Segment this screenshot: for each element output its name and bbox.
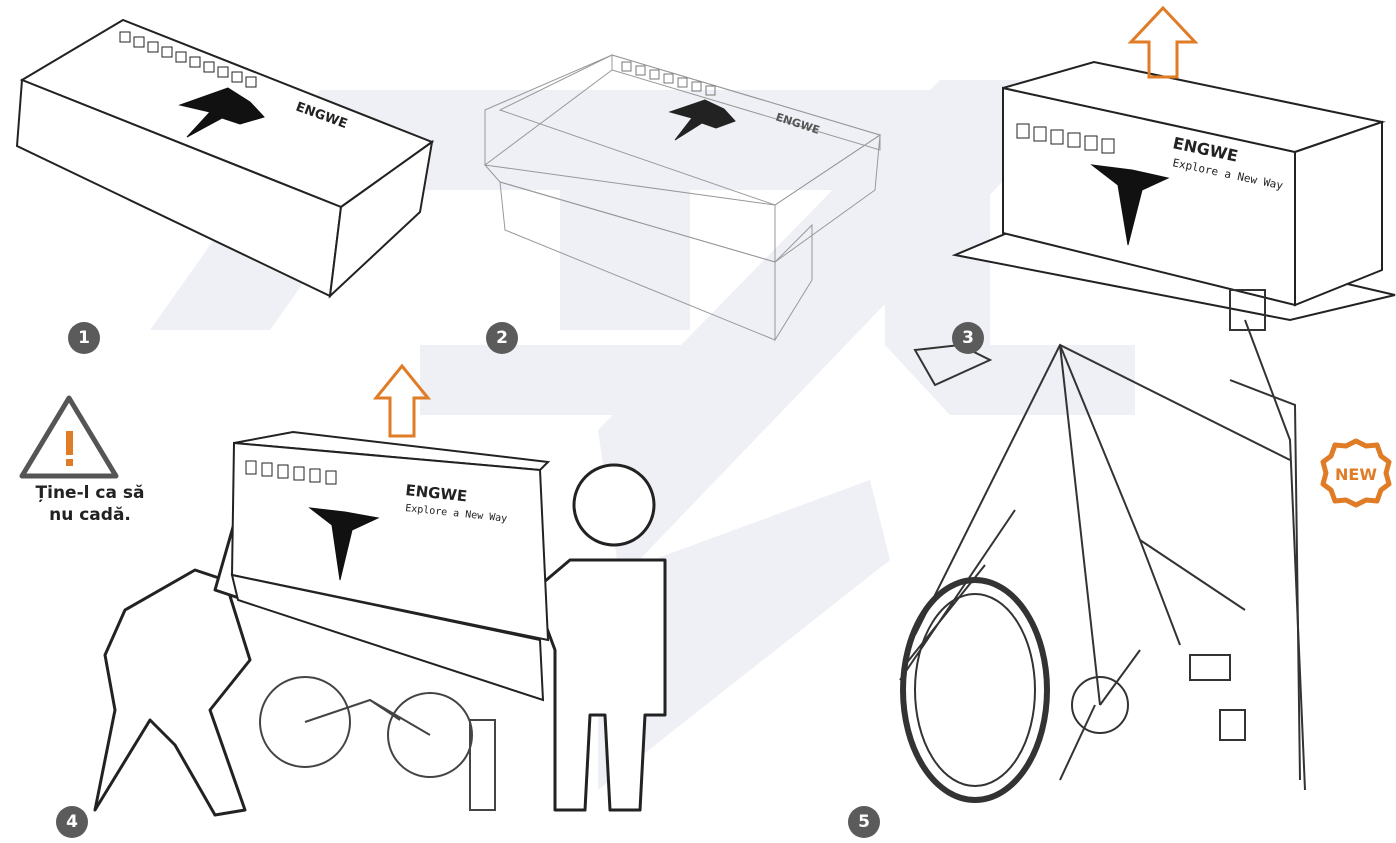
step-number-4: 4	[56, 806, 88, 838]
warning-text: Ține-l ca să nu cadă.	[20, 482, 160, 526]
warning-triangle-icon	[22, 398, 116, 476]
step-number-3: 3	[952, 322, 984, 354]
new-badge: NEW	[1323, 441, 1389, 505]
warning-text-line2: nu cadă.	[20, 504, 160, 526]
step-number-5: 5	[848, 806, 880, 838]
step4-people-lifting-illustration: ENGWE Explore a New Way	[95, 432, 665, 815]
lift-up-arrow-icon	[1131, 8, 1195, 77]
bike-under-box-sketch	[260, 677, 495, 810]
step3-box-illustration: ENGWE Explore a New Way	[955, 62, 1395, 320]
step-number-1: 1	[68, 322, 100, 354]
step4-box: ENGWE Explore a New Way	[232, 432, 548, 700]
warning-text-line1: Ține-l ca să	[20, 482, 160, 504]
step-number-2: 2	[486, 322, 518, 354]
new-badge-label: NEW	[1335, 465, 1377, 484]
